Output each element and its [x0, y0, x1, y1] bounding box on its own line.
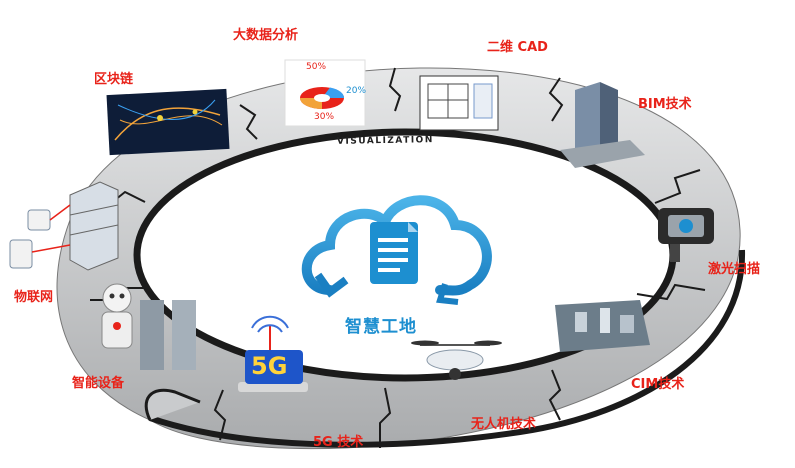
label-cim: CIM技术 — [631, 377, 685, 392]
5g-badge-image — [238, 315, 308, 392]
label-cad: 二维 CAD — [487, 40, 548, 55]
blockchain-image — [106, 88, 230, 156]
pie-label-20: 20% — [346, 86, 367, 96]
iot-building-image — [9, 181, 119, 271]
center-title: 智慧工地 — [345, 317, 417, 337]
label-big-data: 大数据分析 — [233, 28, 299, 43]
bim-building-image — [560, 82, 645, 168]
cad-drawing-image — [419, 75, 499, 131]
5g-badge-text: 5G — [251, 352, 288, 380]
label-blockchain: 区块链 — [94, 72, 134, 87]
label-iot: 物联网 — [14, 290, 54, 305]
pie-label-50: 50% — [306, 62, 327, 72]
smart-device-image — [101, 283, 196, 370]
label-smart-device: 智能设备 — [72, 376, 125, 391]
label-laser-scanning: 激光扫描 — [708, 262, 761, 277]
label-bim: BIM技术 — [638, 97, 692, 112]
label-5g: 5G 技术 — [313, 435, 364, 450]
pie-label-30: 30% — [314, 112, 335, 122]
label-drone: 无人机技术 — [471, 417, 537, 432]
ring-visualization-label: VISUALIZATION — [336, 135, 434, 147]
cim-city-image — [555, 300, 650, 352]
laser-scanner-image — [658, 208, 714, 262]
cloud-document-icon — [301, 195, 492, 305]
big-data-pie-card — [284, 59, 366, 127]
drone-image — [411, 340, 502, 380]
